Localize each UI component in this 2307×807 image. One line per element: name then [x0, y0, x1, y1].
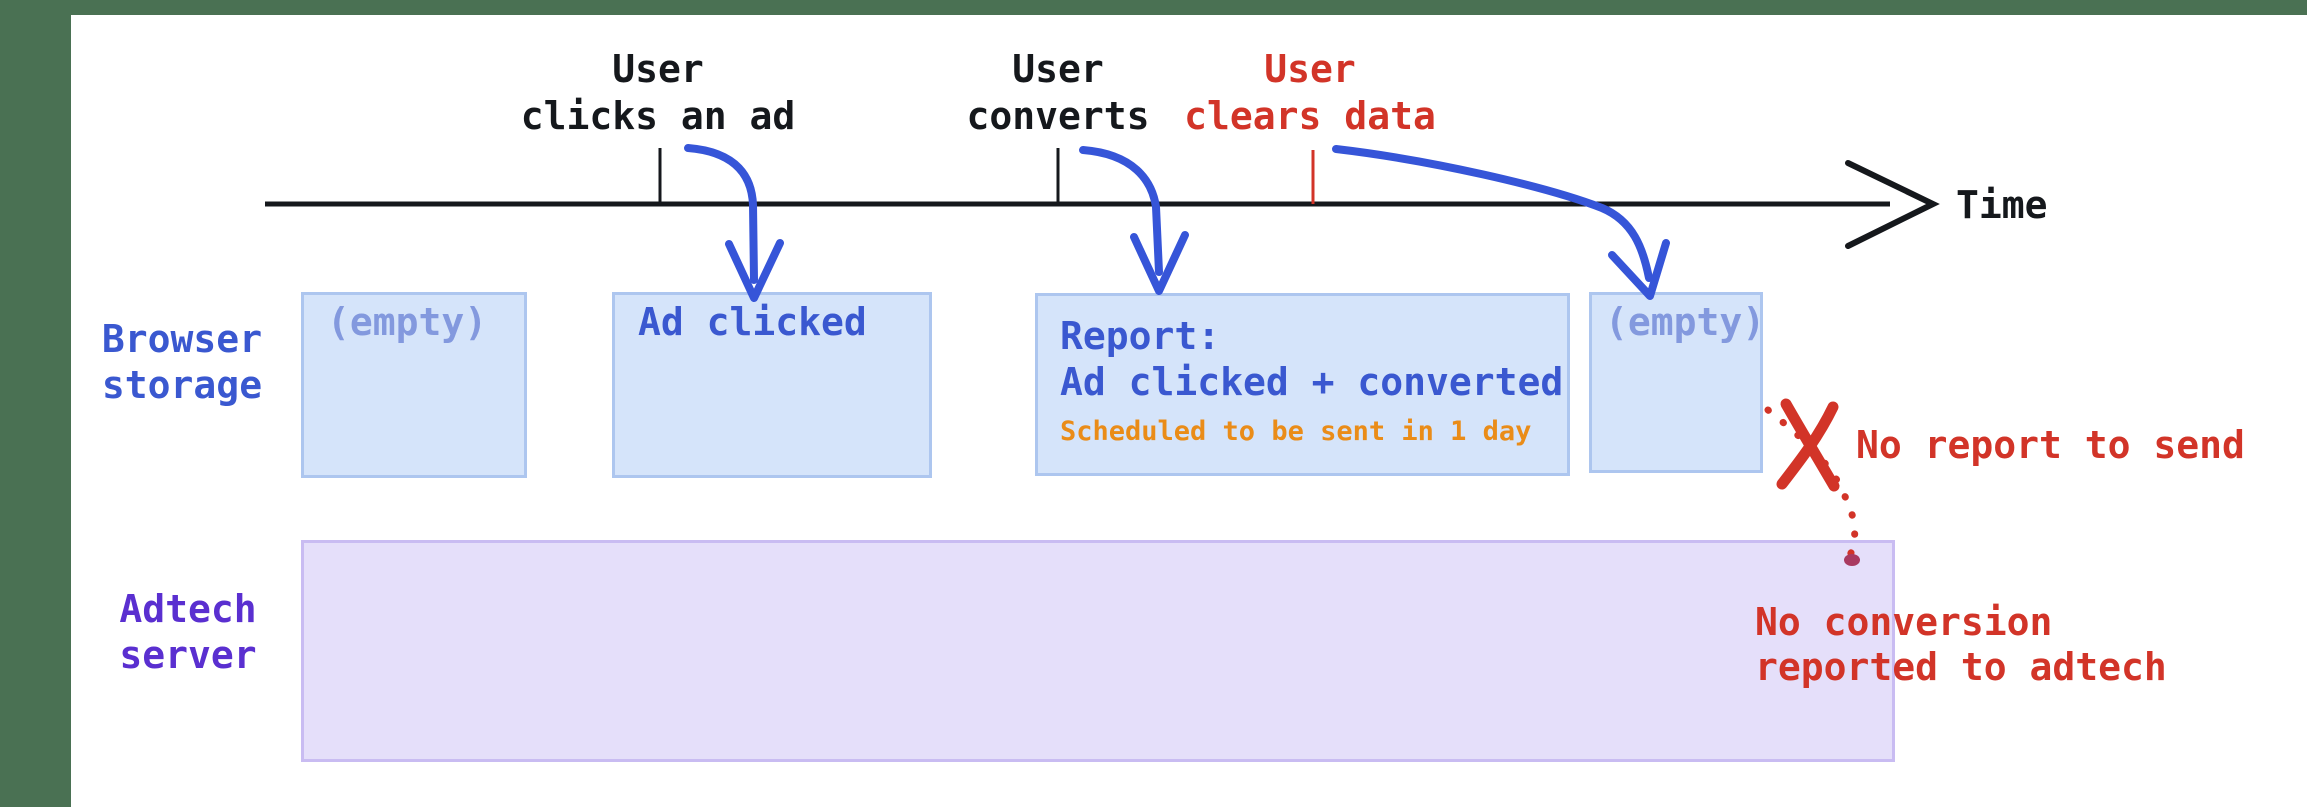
event-label-user-clicks: User clicks an ad [521, 46, 796, 140]
storage-box-report [1035, 293, 1570, 476]
frame-top-strip [0, 0, 2307, 15]
row-label-line: Browser [101, 317, 263, 361]
adtech-server-row-label: Adtech server [119, 586, 256, 678]
event-label-line: User [1264, 47, 1356, 91]
no-report-annotation: No report to send [1856, 423, 2245, 467]
x-mark-icon [1780, 398, 1840, 492]
no-conversion-line: No conversion [1755, 600, 2053, 644]
row-label-line: storage [101, 363, 263, 407]
arrow-convert-head-icon [1130, 231, 1189, 295]
report-subtitle: Ad clicked + converted [1060, 360, 1564, 404]
adtech-server-box [301, 540, 1895, 762]
arrow-convert-to-storage [1079, 146, 1163, 276]
x-mark-icon [1776, 401, 1839, 490]
row-label-line: server [119, 633, 257, 677]
storage-box-empty-2 [1589, 292, 1763, 473]
time-axis-label: Time [1956, 183, 2048, 227]
frame-left-strip [0, 0, 71, 807]
event-label-line: clears data [1184, 94, 1436, 138]
report-schedule-note: Scheduled to be sent in 1 day [1060, 416, 1532, 447]
event-label-line: User [612, 47, 704, 91]
timeline-arrowhead-icon [1845, 160, 1940, 249]
storage-box-ad-clicked [612, 292, 932, 478]
row-label-line: Adtech [119, 587, 257, 631]
event-label-user-clears-data: User clears data [1184, 46, 1436, 140]
storage-box-empty-1 [301, 292, 527, 478]
report-title: Report: [1060, 314, 1221, 358]
storage-box1-text: (empty) [327, 300, 488, 344]
storage-box2-text: Ad clicked [638, 300, 867, 344]
storage-box4-text: (empty) [1605, 300, 1766, 344]
no-conversion-annotation: No conversion reported to adtech [1755, 600, 2167, 690]
arrow-clear-head-icon [1608, 239, 1670, 300]
browser-storage-row-label: Browser storage [102, 316, 262, 408]
event-label-user-converts: User converts [966, 46, 1149, 140]
arrow-click-to-storage [684, 144, 758, 284]
arrow-click-head-icon [725, 239, 784, 302]
event-label-line: clicks an ad [520, 94, 796, 138]
event-label-line: converts [966, 94, 1150, 138]
no-conversion-line: reported to adtech [1755, 645, 2167, 689]
event-label-line: User [1012, 47, 1104, 91]
dotted-no-send-trail [1764, 406, 1859, 560]
arrow-clear-to-storage [1332, 145, 1653, 282]
